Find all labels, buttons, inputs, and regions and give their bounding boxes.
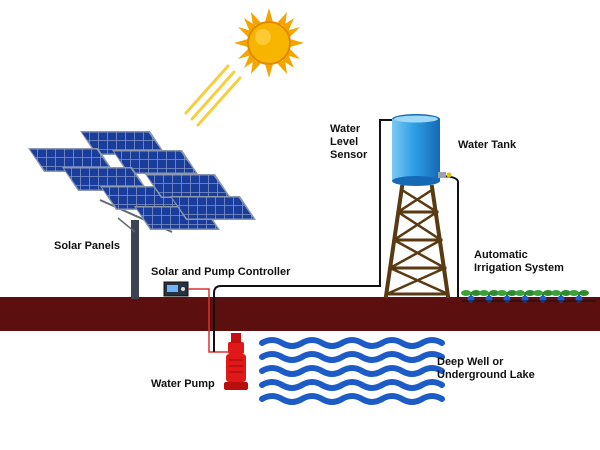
plant-icon xyxy=(479,290,499,303)
tank-tower-icon xyxy=(383,184,451,299)
irrigation-line1: Automatic xyxy=(474,249,528,261)
water-waves-icon xyxy=(259,337,445,405)
irrigation-plants xyxy=(461,290,596,303)
solar-panel-array-icon xyxy=(28,131,256,230)
sun-rays xyxy=(184,64,242,127)
water-level-sensor-line2: Level xyxy=(330,136,359,148)
controller-box-icon xyxy=(163,281,189,297)
ground xyxy=(0,297,600,331)
controller-label: Solar and Pump Controller xyxy=(151,266,291,278)
water-tank-label: Water Tank xyxy=(458,139,517,151)
water-pump-label: Water Pump xyxy=(151,378,215,390)
irrigation-label: Automatic Irrigation System xyxy=(474,249,564,275)
irrigation-line2: Irrigation System xyxy=(474,262,564,274)
plant-icon xyxy=(497,290,517,303)
well-line1: Deep Well or xyxy=(437,356,504,368)
submersible-pump-icon xyxy=(224,333,248,390)
water-tank-icon xyxy=(392,114,452,186)
water-level-sensor-line3: Sensor xyxy=(330,149,368,161)
water-level-sensor-label: Water Level Sensor xyxy=(330,123,367,162)
water-level-sensor-line1: Water xyxy=(330,123,361,135)
well-line2: Underground Lake xyxy=(437,369,535,381)
well-label: Deep Well or Underground Lake xyxy=(437,356,535,382)
solar-panels-label: Solar Panels xyxy=(54,240,121,252)
sun-icon xyxy=(234,8,304,78)
